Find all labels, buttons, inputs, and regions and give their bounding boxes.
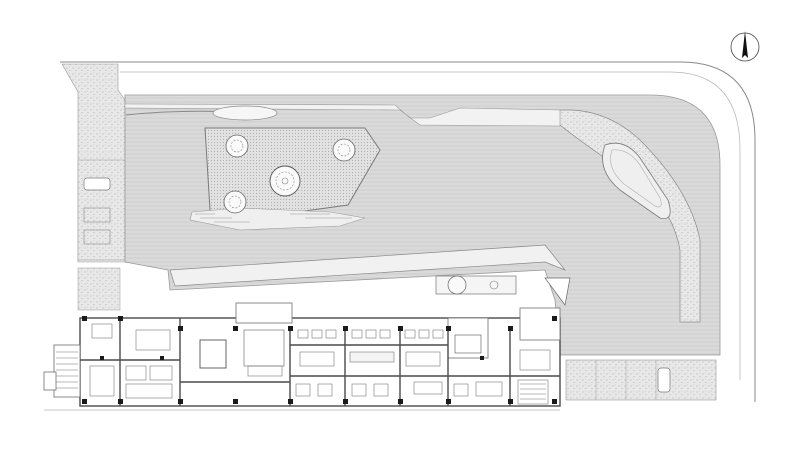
tree-icon <box>332 138 356 162</box>
left-planting-strip <box>61 63 126 311</box>
parked-car <box>657 367 671 393</box>
tree-icon <box>223 190 247 214</box>
lobby-entrance <box>235 302 293 324</box>
tree-icon <box>447 275 467 295</box>
east-parking <box>565 359 717 401</box>
tree-icon <box>225 134 249 158</box>
stair-core-west <box>53 344 81 398</box>
entrance-planter <box>435 275 517 295</box>
structural-columns <box>82 316 557 404</box>
parked-car <box>83 177 111 191</box>
tree-icon <box>269 165 301 197</box>
north-annex <box>447 317 489 359</box>
restroom-block <box>89 323 173 399</box>
stair-core-east <box>517 379 549 405</box>
building-floor-plan <box>43 302 561 407</box>
shrub-icon <box>489 280 499 290</box>
canopy-triangle <box>544 277 571 306</box>
entry-landscape <box>77 267 121 311</box>
parking-bay <box>83 229 111 245</box>
feature-planter <box>212 105 278 121</box>
north-arrow-icon <box>730 31 760 62</box>
site-boundary <box>60 61 756 402</box>
parking-bay <box>83 207 111 223</box>
top-planting-strip <box>124 103 561 127</box>
central-lawn <box>189 127 381 231</box>
east-core <box>519 307 561 341</box>
ornamental-planter <box>602 142 671 219</box>
reception-desk <box>199 339 227 369</box>
workstation-cluster <box>297 329 444 339</box>
diagonal-pathway <box>169 244 567 287</box>
meeting-table <box>299 334 503 397</box>
